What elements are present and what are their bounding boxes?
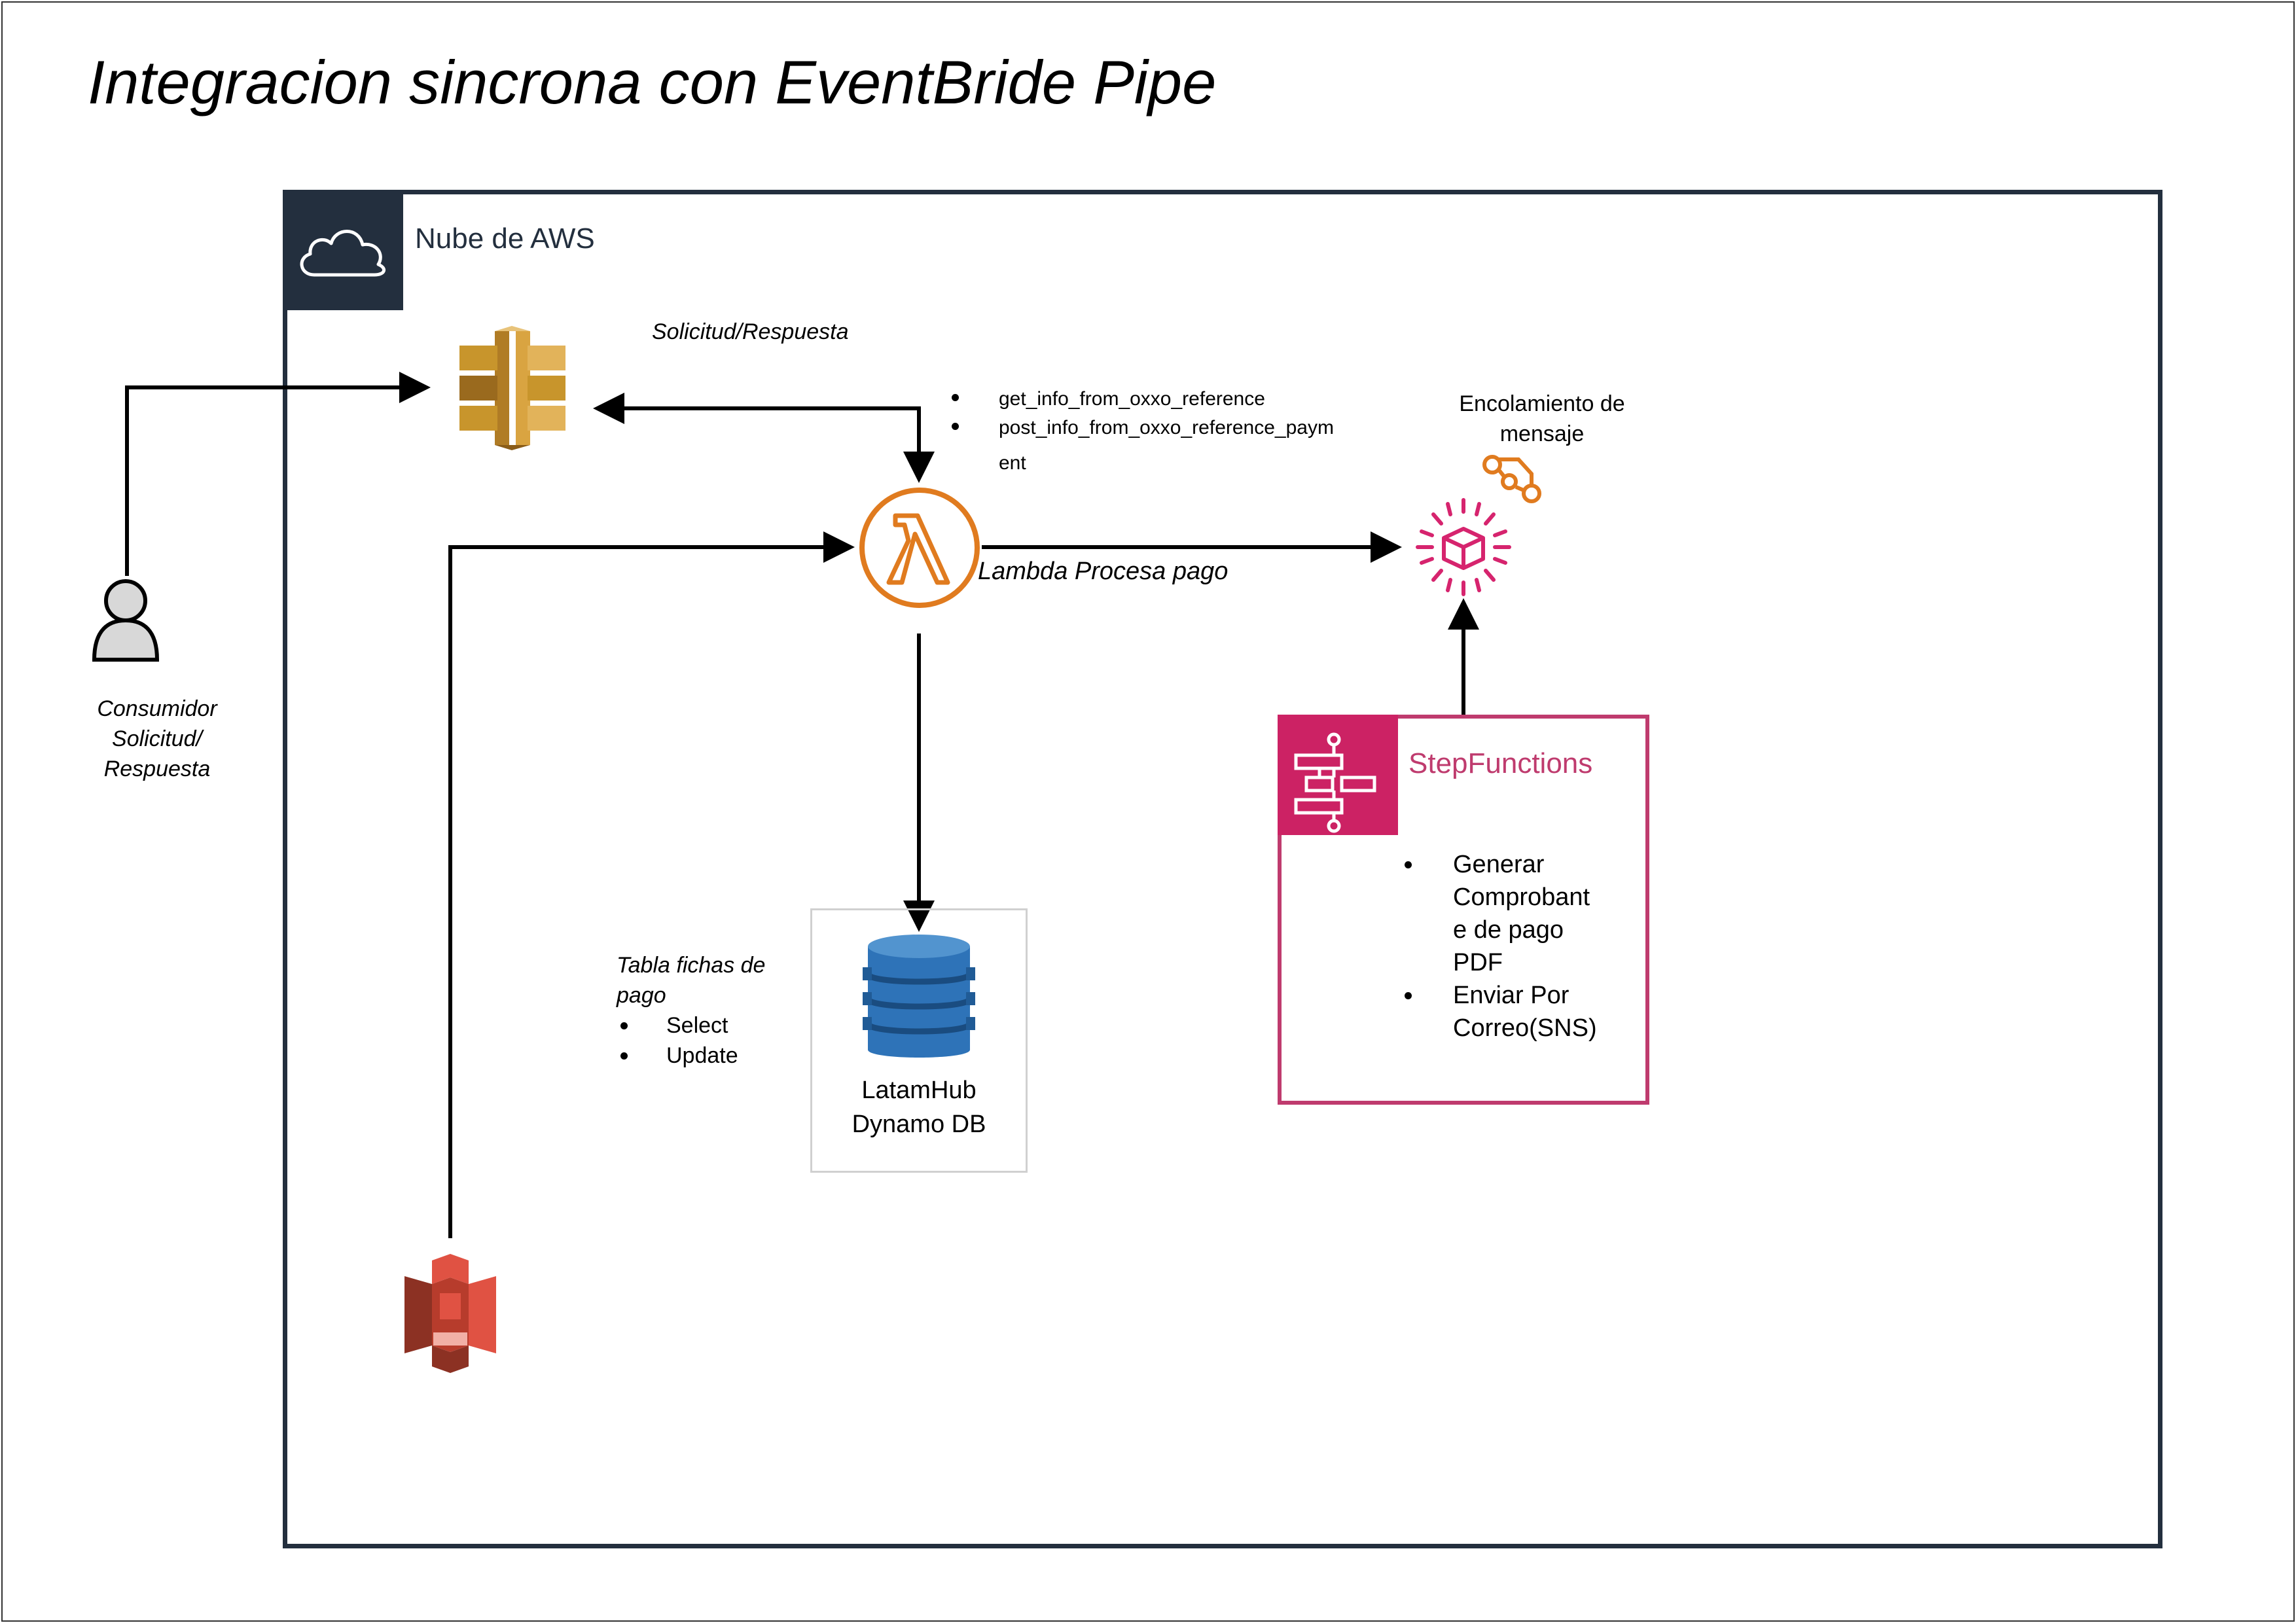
task-line: PDF <box>1453 949 1503 976</box>
aws-cloud-group <box>283 190 2162 1548</box>
api-gateway-icon <box>459 326 565 450</box>
dynamodb-operations-list: Select Update <box>617 1010 765 1071</box>
dynamodb-label: LatamHub Dynamo DB <box>810 1073 1028 1141</box>
user-icon <box>92 579 160 662</box>
s3-to-lambda-connector <box>448 531 855 1238</box>
list-item: ent <box>952 442 1334 478</box>
list-item: Generar Comprobant e de pago PDF <box>1401 848 1597 979</box>
eventbridge-label-line: mensaje <box>1499 421 1585 446</box>
eventbridge-label-line: Encolamiento de <box>1459 391 1625 416</box>
dynamodb-box <box>810 908 1028 1173</box>
list-item: get_info_from_oxxo_reference <box>952 385 1334 414</box>
step-functions-group <box>1278 715 1649 1105</box>
dynamodb-label-line: LatamHub <box>861 1077 977 1104</box>
diagram-title: Integracion sincrona con EventBride Pipe <box>88 48 1217 116</box>
dynamodb-note-title: Tabla fichas de <box>617 953 766 978</box>
method-name: post_info_from_oxxo_reference_paym <box>999 417 1334 438</box>
lambda-methods-list: get_info_from_oxxo_reference post_info_f… <box>952 385 1334 478</box>
list-item: Enviar Por Correo(SNS) <box>1401 979 1597 1044</box>
consumer-label-line: Respuesta <box>103 757 211 781</box>
cloud-icon <box>300 230 386 277</box>
list-item: post_info_from_oxxo_reference_paym <box>952 414 1334 442</box>
eventbridge-label: Encolamiento de mensaje <box>1428 389 1656 449</box>
task-line: Comprobant <box>1453 883 1590 911</box>
method-name: get_info_from_oxxo_reference <box>999 388 1265 410</box>
task-line: e de pago <box>1453 916 1564 944</box>
method-name: ent <box>999 452 1026 474</box>
operation-name: Select <box>666 1013 728 1038</box>
dynamodb-label-line: Dynamo DB <box>852 1111 986 1138</box>
dynamodb-note: Tabla fichas de pago Select Update <box>617 950 765 1071</box>
consumer-to-api-connector <box>125 372 431 576</box>
step-functions-tasks: Generar Comprobant e de pago PDF Enviar … <box>1401 848 1597 1044</box>
aws-cloud-label: Nube de AWS <box>415 223 595 255</box>
list-item: Update <box>617 1041 765 1071</box>
consumer-label-line: Consumidor <box>97 696 217 721</box>
api-lambda-connector <box>593 393 935 483</box>
lambda-icon <box>859 488 980 608</box>
consumer-label: Consumidor Solicitud/ Respuesta <box>59 694 255 784</box>
step-functions-icon <box>1294 732 1376 833</box>
list-item: Select <box>617 1010 765 1041</box>
consumer-label-line: Solicitud/ <box>112 726 202 751</box>
step-functions-label: StepFunctions <box>1408 747 1593 779</box>
dynamodb-note-title: pago <box>617 983 666 1008</box>
s3-bucket-icon <box>404 1254 496 1373</box>
task-line: Enviar Por <box>1453 982 1570 1009</box>
aws-cloud-tag <box>283 190 403 310</box>
eventbridge-icon <box>1416 498 1511 596</box>
eventbridge-pipes-icon <box>1482 455 1541 503</box>
operation-name: Update <box>666 1043 738 1068</box>
dynamodb-icon <box>863 935 975 1058</box>
api-edge-label: Solicitud/Respuesta <box>652 319 849 344</box>
step-functions-tag <box>1278 715 1398 835</box>
task-line: Correo(SNS) <box>1453 1014 1597 1042</box>
lambda-label: Lambda Procesa pago <box>978 558 1229 585</box>
task-line: Generar <box>1453 851 1545 878</box>
